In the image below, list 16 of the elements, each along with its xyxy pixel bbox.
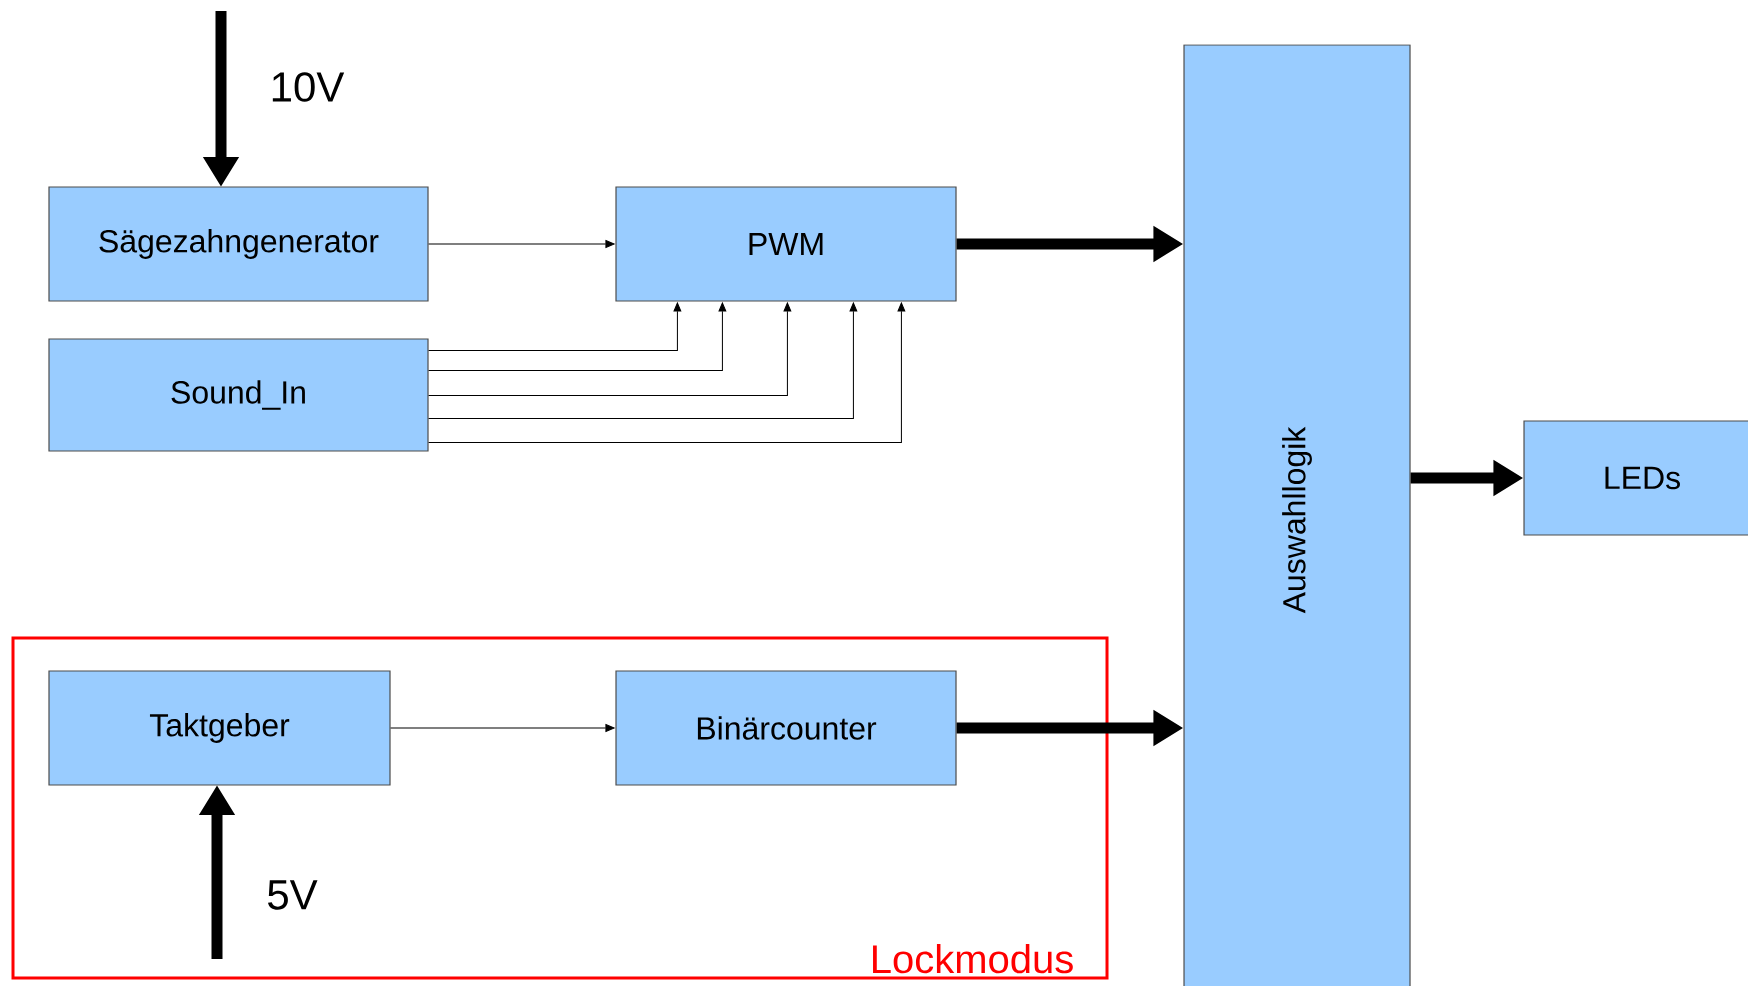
arrow (428, 302, 792, 396)
arrow (428, 302, 906, 443)
arrow (428, 240, 615, 248)
arrow (428, 302, 682, 351)
block-box: Sound_In (48, 338, 429, 452)
arrow (428, 302, 727, 371)
edge-label: 5V (268, 880, 318, 910)
block-box: LEDs (1523, 420, 1748, 536)
arrow (428, 302, 858, 419)
edge-label: 10V (272, 72, 345, 102)
block-box: Sägezahngenerator (48, 186, 429, 302)
block-box: PWM (615, 186, 957, 302)
arrow (390, 724, 615, 732)
block-box: Binärcounter (615, 670, 957, 786)
block-box: Auswahllogik (1183, 44, 1411, 986)
block-box: Taktgeber (48, 670, 391, 786)
